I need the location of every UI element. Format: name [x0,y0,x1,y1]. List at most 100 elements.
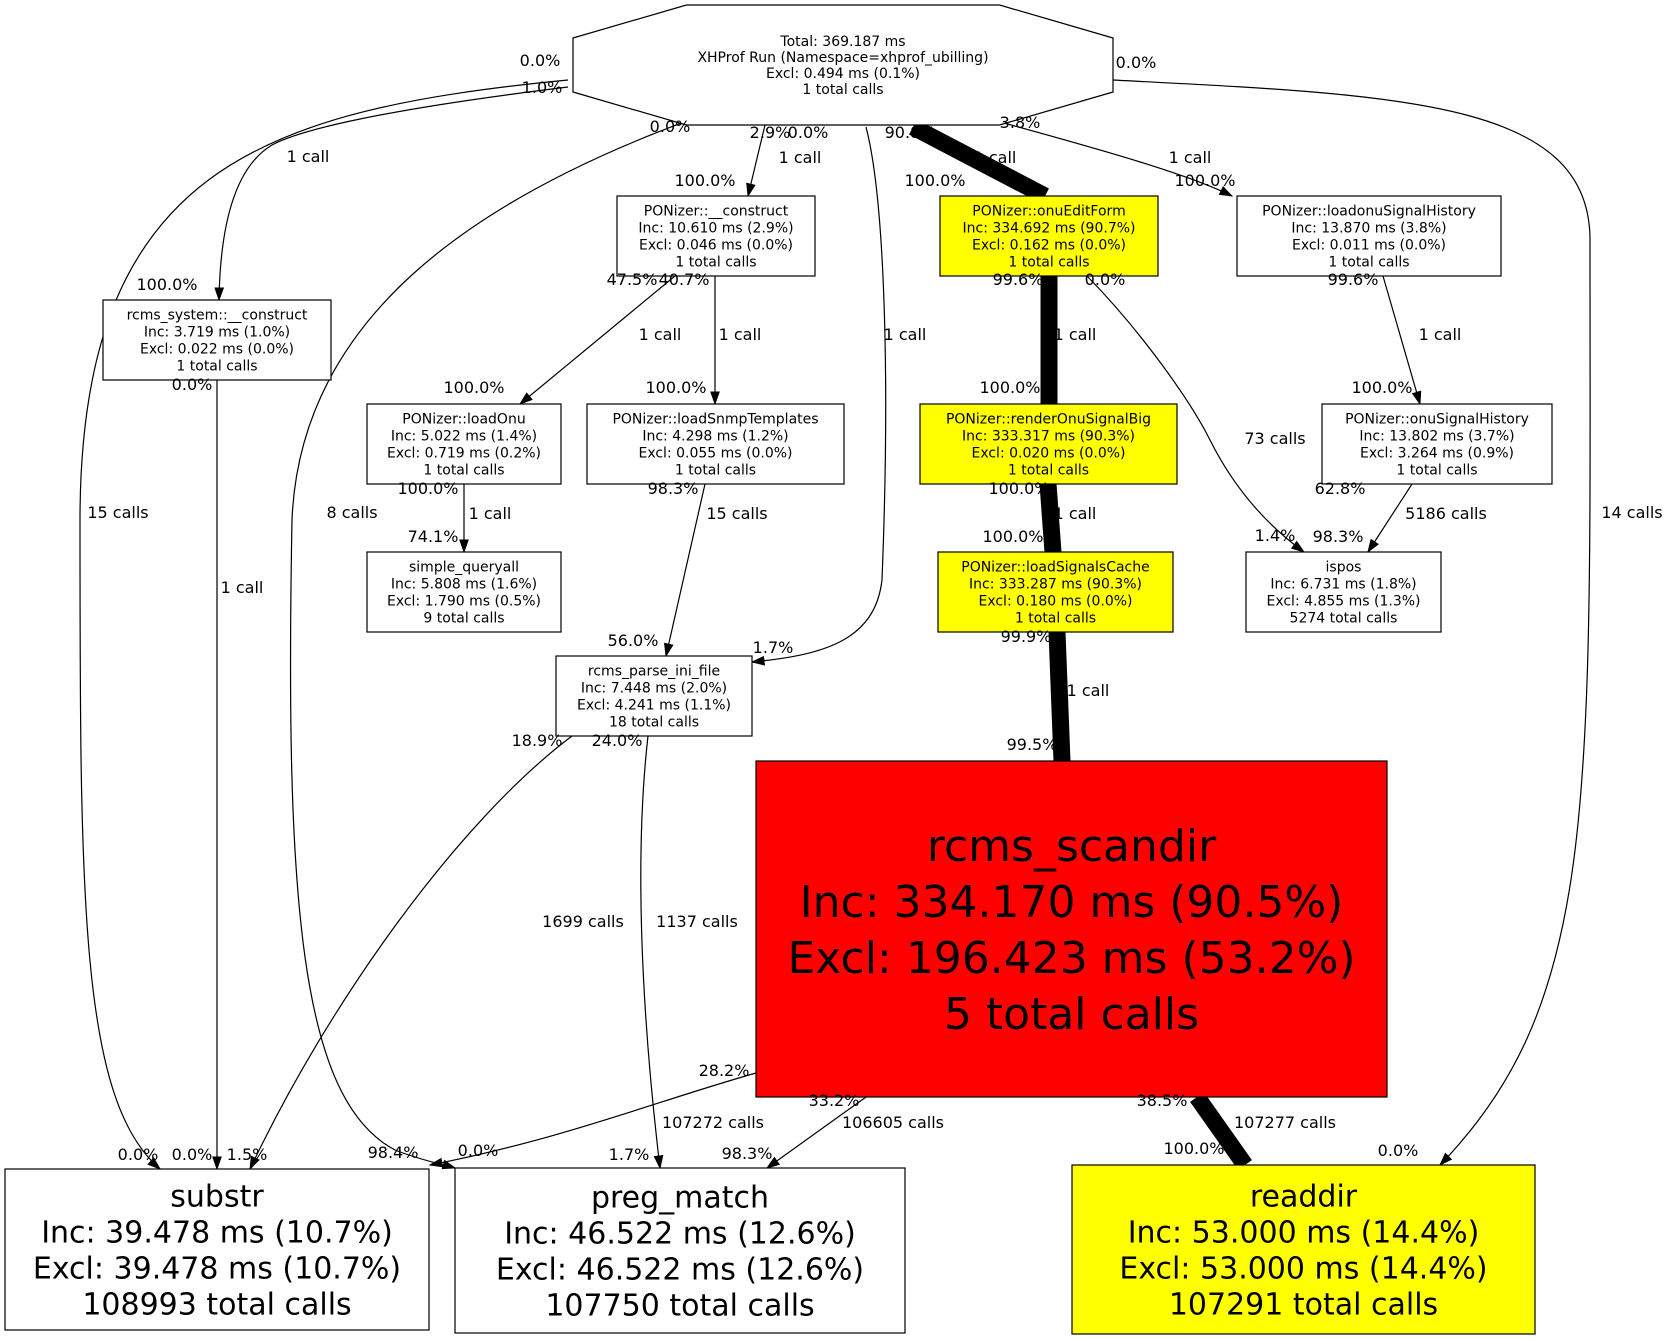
node-label-line: 1 total calls [1008,255,1089,271]
node-shape-box [555,655,753,737]
edge-calls-label: 1 call [1054,325,1097,344]
edge-calls-label: 1 call [884,325,927,344]
node-shape-box [1236,195,1502,277]
node-label-line: XHProf Run (Namespace=xhprof_ubilling) [697,50,988,66]
node-label-line: substr [170,1179,264,1214]
node-label-line: PONizer::loadSnmpTemplates [612,412,818,428]
node-label-line: 1 total calls [802,82,883,98]
edge-head-percent: 1.5% [227,1145,268,1164]
node-label-line: preg_match [591,1180,769,1215]
edge-root-to-parseIni [750,126,887,666]
node-label-line: Inc: 7.448 ms (2.0%) [581,681,727,697]
edge-tail-percent: 40.7% [659,270,710,289]
node-shape-box [454,1167,906,1334]
edge-loadSignals-to-scandir [1048,631,1071,763]
edge-tail-percent: 0.0% [1085,270,1126,289]
node-label-line: 5274 total calls [1290,611,1398,627]
edge-scandir-to-substr [428,1072,757,1168]
edge-tail-percent: 90.8% [885,123,936,142]
edge-root-to-readdir [1112,79,1591,1167]
edge-calls-label: 8 calls [326,503,377,522]
node-label-line: PONizer::loadOnu [402,412,525,428]
edge-head-percent: 100.0% [904,171,965,190]
edge-head-percent: 100.0% [136,275,197,294]
edge-head-percent: 0.0% [458,1141,499,1160]
edge-head-percent: 98.4% [368,1143,419,1162]
node-label-line: rcms_system::__construct [127,308,308,324]
node-label-line: 107291 total calls [1169,1287,1438,1322]
node-label-line: Excl: 0.055 ms (0.0%) [638,446,792,462]
node-label-line: 1 total calls [1328,255,1409,271]
edge-tail-percent: 1.0% [522,78,563,97]
edge-tail-percent: 0.0% [650,117,691,136]
node-label-line: Inc: 4.298 ms (1.2%) [642,429,788,445]
edge-parseIni-to-pregMatch [640,735,664,1170]
edge-calls-label: 14 calls [1601,503,1662,522]
edge-calls-label: 15 calls [706,504,767,523]
edge-head-percent: 100.0% [1351,378,1412,397]
node-label-line: rcms_parse_ini_file [588,664,720,680]
edge-head-percent: 98.3% [722,1144,773,1163]
node-label-line: Excl: 0.046 ms (0.0%) [639,238,793,254]
edge-tail-percent: 99.6% [1328,270,1379,289]
edge-calls-label: 1 call [287,147,330,166]
node-label-line: Inc: 3.719 ms (1.0%) [144,325,290,341]
edge-root-to-loadonuSignalHistory [992,119,1234,197]
edge-calls-label: 1 call [1419,325,1462,344]
edge-root-to-rcmsSystem [214,86,569,302]
edge-tail-percent: 3.8% [1000,113,1041,132]
node-shape-octagon [572,4,1114,126]
node-label-line: 108993 total calls [82,1287,351,1322]
node-label-line: Excl: 0.022 ms (0.0%) [140,342,294,358]
edge-scandir-to-readdir [1190,1092,1252,1170]
edge-tail-percent: 33.2% [809,1091,860,1110]
edge-onuEditForm-to-ispos [1086,275,1306,553]
node-label-line: Inc: 10.610 ms (2.9%) [638,221,793,237]
edge-head-percent: 98.3% [1313,527,1364,546]
edge-head-percent: 1.7% [609,1145,650,1164]
node-shape-box [366,403,562,485]
edge-calls-label: 1 call [221,578,264,597]
edge-root-to-onuEditForm [909,119,1049,204]
node-label-line: Inc: 13.870 ms (3.8%) [1291,221,1446,237]
edge-tail-percent: 99.6% [993,270,1044,289]
node-label-line: PONizer::onuEditForm [972,204,1125,220]
node-label-line: Inc: 334.170 ms (90.5%) [800,877,1344,928]
edge-calls-label: 1 call [639,325,682,344]
edge-tail-percent: 47.5% [607,270,658,289]
node-label-line: Excl: 46.522 ms (12.6%) [496,1252,864,1287]
node-label-line: PONizer::renderOnuSignalBig [946,412,1151,428]
edge-root-to-construct [746,124,766,198]
edge-tail-percent: 38.5% [1137,1091,1188,1110]
node-label-line: Excl: 0.162 ms (0.0%) [972,238,1126,254]
edge-onuSignalHistory-to-ispos [1367,483,1413,554]
edge-calls-label: 1137 calls [656,912,738,931]
node-shape-box [366,551,562,633]
node-label-line: rcms_scandir [927,821,1217,872]
edge-scandir-to-pregMatch [765,1096,867,1169]
edge-labels-layer: 15 calls 0.0% 0.0% 1 call 1.0% 100.0% 8 calls 0… [87,51,1662,1164]
edge-calls-label: 107277 calls [1234,1113,1336,1132]
edge-calls-label: 5186 calls [1405,504,1487,523]
node-shape-box [586,403,845,485]
node-label-line: PONizer::__construct [644,204,789,220]
edge-head-percent: 1.7% [753,638,794,657]
